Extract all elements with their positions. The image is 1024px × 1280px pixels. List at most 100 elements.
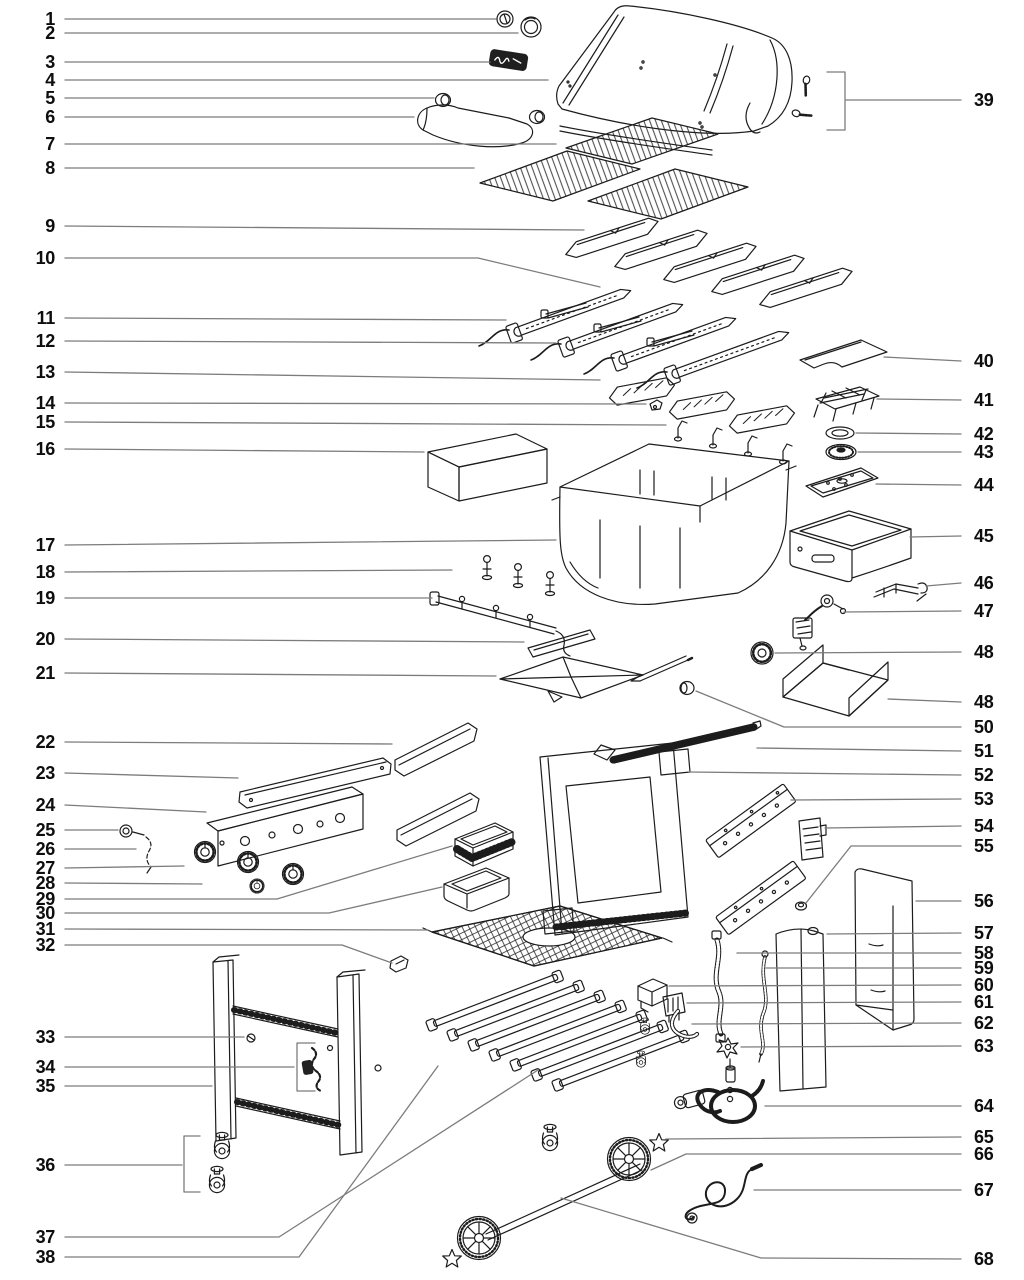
callout-number-65: 65 <box>974 1127 994 1147</box>
callout-number-46: 46 <box>974 573 994 593</box>
gas-valves <box>481 554 556 597</box>
hose-small <box>758 950 769 1063</box>
leader-line-52 <box>688 771 962 776</box>
wheels-and-axle <box>442 1132 669 1268</box>
callout-number-52: 52 <box>974 765 994 785</box>
thermometer-bezel <box>520 16 542 38</box>
callout-layer: 1234567891011121314151617181920212223242… <box>36 9 994 1269</box>
igniter-button <box>119 824 145 838</box>
callout-number-25: 25 <box>36 820 56 840</box>
callout-number-11: 11 <box>37 308 56 328</box>
leader-line-41 <box>876 398 962 401</box>
callout-number-5: 5 <box>45 88 55 108</box>
callout-number-19: 19 <box>36 588 56 608</box>
grease-tray <box>443 867 510 912</box>
grill-artwork <box>119 5 928 1268</box>
leader-line-60 <box>668 984 962 987</box>
leader-line-38 <box>64 1065 439 1258</box>
callout-number-48: 48 <box>974 642 994 662</box>
firebox <box>551 443 797 606</box>
callout-number-55: 55 <box>974 836 994 856</box>
leader-line-46 <box>925 582 962 587</box>
burner-ring <box>825 426 855 440</box>
callout-number-68: 68 <box>974 1249 994 1269</box>
leader-line-22 <box>64 741 393 745</box>
bracket-34 <box>296 1042 316 1092</box>
cart-side-frame-panel <box>539 742 691 936</box>
right-side-panel <box>854 868 915 1031</box>
leader-line-21 <box>64 672 497 677</box>
callout-number-7: 7 <box>45 134 55 154</box>
cart-frame <box>212 954 382 1156</box>
leader-line-12 <box>64 340 557 344</box>
leader-line-17 <box>64 539 557 546</box>
callout-number-24: 24 <box>36 795 56 815</box>
callout-number-22: 22 <box>36 732 56 752</box>
callout-number-43: 43 <box>974 442 994 462</box>
leader-line-27 <box>64 865 185 869</box>
leader-line-20 <box>64 638 525 643</box>
burner-rack <box>813 386 880 422</box>
callout-number-13: 13 <box>36 362 56 382</box>
callout-number-51: 51 <box>974 741 994 761</box>
callout-number-8: 8 <box>45 158 55 178</box>
bracket-36 <box>183 1135 201 1193</box>
callout-number-39: 39 <box>974 90 994 110</box>
callout-number-44: 44 <box>974 475 994 495</box>
callout-number-18: 18 <box>36 562 56 582</box>
push-button-cap <box>794 901 819 936</box>
callout-number-47: 47 <box>974 601 994 621</box>
callout-number-23: 23 <box>36 763 56 783</box>
callout-number-1: 1 <box>45 9 55 29</box>
leader-line-30 <box>64 886 443 914</box>
leader-line-47 <box>843 610 962 613</box>
leader-line-28 <box>64 882 203 885</box>
leader-line-32 <box>64 944 393 964</box>
callout-number-64: 64 <box>974 1096 994 1116</box>
catch-pan-holder <box>422 905 673 967</box>
leader-line-48 <box>887 698 962 703</box>
callout-number-66: 66 <box>974 1144 994 1164</box>
callout-number-12: 12 <box>36 331 56 351</box>
leader-line-48 <box>774 651 962 654</box>
callout-number-16: 16 <box>36 439 56 459</box>
callout-number-48: 48 <box>974 692 994 712</box>
electrodes <box>673 420 793 465</box>
control-panel-support <box>238 757 392 809</box>
leader-line-42 <box>855 432 962 435</box>
side-burner-igniter <box>792 594 847 651</box>
lid-bolts <box>789 74 813 123</box>
hose-elbow <box>669 1008 700 1039</box>
leader-line-29 <box>64 845 453 900</box>
leader-line-24 <box>64 804 207 813</box>
callout-number-42: 42 <box>974 424 994 444</box>
grease-basket <box>453 822 516 867</box>
leader-line-40 <box>883 356 962 362</box>
callout-number-3: 3 <box>45 52 55 72</box>
callout-number-27: 27 <box>36 858 56 878</box>
leader-line-10 <box>64 257 601 288</box>
lid-logo-plate <box>488 49 529 71</box>
callout-number-36: 36 <box>36 1155 56 1175</box>
callout-number-20: 20 <box>36 629 56 649</box>
leader-line-51 <box>756 747 962 752</box>
callout-number-26: 26 <box>36 839 56 859</box>
callout-number-31: 31 <box>36 919 56 939</box>
leader-line-13 <box>64 371 601 381</box>
side-rails <box>394 722 480 847</box>
callout-number-32: 32 <box>36 935 56 955</box>
leader-line-23 <box>64 772 239 779</box>
callout-number-37: 37 <box>36 1227 56 1247</box>
flavorizer-bars <box>562 215 856 311</box>
leader-line-14 <box>64 402 647 405</box>
side-burner-box <box>789 510 912 583</box>
burner-tubes <box>478 281 793 389</box>
callout-number-60: 60 <box>974 975 994 995</box>
knob-48 <box>750 641 774 665</box>
center-caster <box>541 1123 559 1152</box>
lid <box>556 5 793 134</box>
callout-number-4: 4 <box>45 70 55 90</box>
callout-number-38: 38 <box>36 1247 56 1267</box>
burner-cap <box>825 443 857 461</box>
callout-number-33: 33 <box>36 1027 56 1047</box>
